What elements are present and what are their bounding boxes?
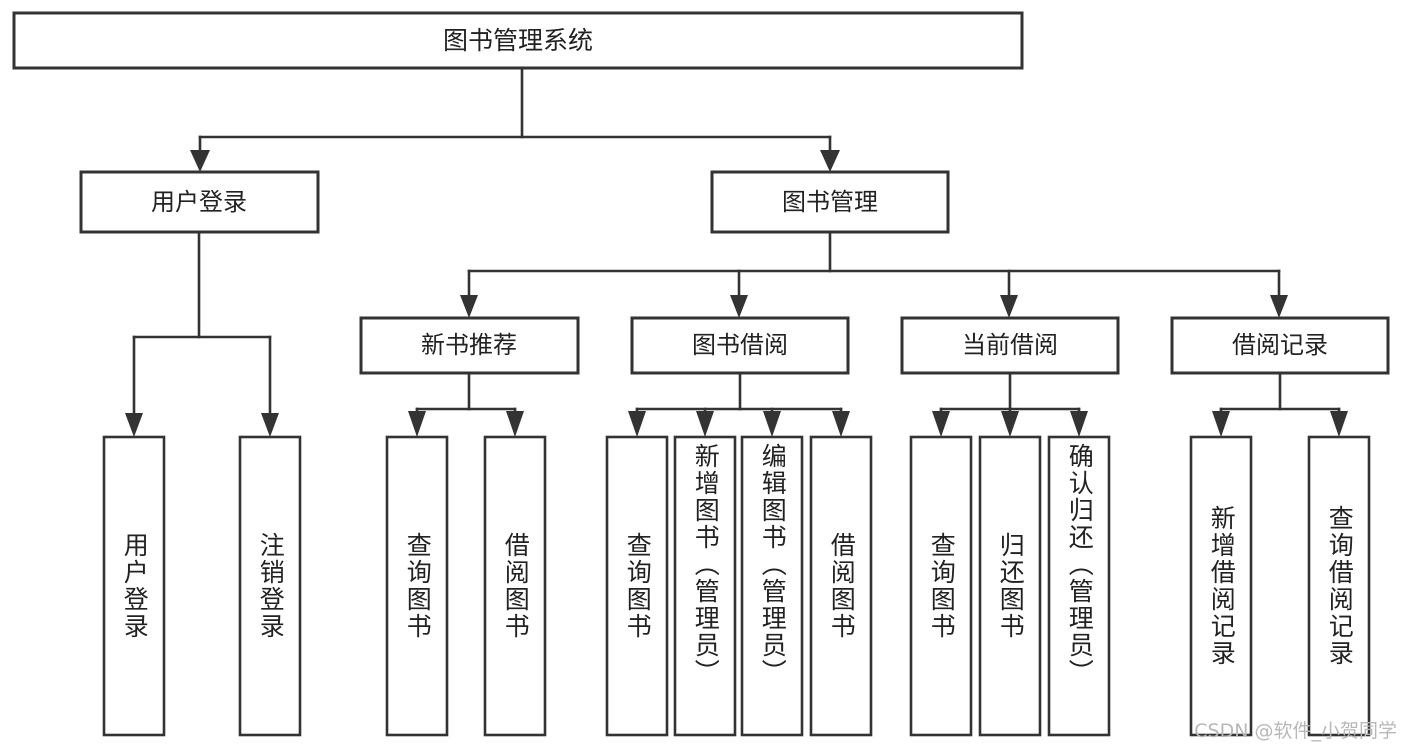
node-book-manage[interactable]: 图书管理 [710, 170, 950, 234]
connector-borrow-record-to-leaves [1212, 371, 1348, 437]
arrow-head-leaf-query-record [1330, 411, 1348, 437]
leaf-logout[interactable] [238, 435, 302, 737]
arrow-head-leaf-add-record [1212, 411, 1230, 437]
leaf-query-book-3[interactable] [909, 435, 973, 737]
leaf-edit-book[interactable] [740, 435, 804, 737]
node-user-login-label: 用户登录 [151, 188, 247, 216]
arrow-head-user-login [190, 150, 210, 172]
node-book-manage-label: 图书管理 [782, 188, 878, 216]
leaf-query-book-1[interactable] [385, 435, 449, 737]
connector-current-borrow-to-leaves [932, 371, 1088, 437]
arrow-head-leaf-borrow-book-1 [506, 411, 524, 437]
node-new-book-recommend[interactable]: 新书推荐 [359, 316, 580, 375]
leaf-borrow-book-2[interactable] [809, 435, 873, 737]
connector-root-to-level1 [190, 66, 840, 172]
arrow-head-leaf-return-book [1001, 411, 1019, 437]
arrow-head-borrow-record [1270, 295, 1288, 318]
arrow-head-leaf-query-book-3 [932, 411, 950, 437]
arrow-head-book-manage [820, 150, 840, 172]
arrow-head-new-book [460, 295, 478, 318]
leaf-user-login[interactable] [102, 435, 166, 737]
node-user-login[interactable]: 用户登录 [79, 170, 320, 234]
arrow-head-leaf-confirm-return [1070, 411, 1088, 437]
arrow-head-current-borrow [1000, 295, 1018, 318]
node-root[interactable]: 图书管理系统 [12, 11, 1024, 70]
node-current-borrow[interactable]: 当前借阅 [900, 316, 1120, 375]
arrow-head-leaf-borrow-book-2 [832, 411, 850, 437]
arrow-head-leaf-add-book [696, 411, 714, 437]
arrow-head-leaf-user-login [125, 413, 143, 437]
node-book-borrow-label: 图书借阅 [692, 331, 788, 359]
leaf-add-record[interactable] [1189, 435, 1253, 737]
watermark-text: CSDN @软件_小贺同学 [1194, 720, 1397, 742]
arrow-head-leaf-query-book-2 [628, 411, 646, 437]
leaf-borrow-book-1[interactable] [483, 435, 547, 737]
leaf-return-book[interactable] [978, 435, 1042, 737]
arrow-head-leaf-logout [261, 413, 279, 437]
node-borrow-record-label: 借阅记录 [1232, 331, 1328, 359]
connector-book-manage-to-level2 [460, 230, 1288, 318]
node-root-label: 图书管理系统 [443, 26, 593, 55]
arrow-head-book-borrow [730, 295, 748, 318]
leaf-query-book-2[interactable] [605, 435, 669, 737]
leaf-query-record[interactable] [1307, 435, 1371, 737]
node-new-book-recommend-label: 新书推荐 [421, 331, 517, 359]
connector-user-login-to-leaves [125, 230, 279, 437]
leaf-add-book[interactable] [673, 435, 737, 737]
node-borrow-record[interactable]: 借阅记录 [1170, 316, 1390, 375]
connector-book-borrow-to-leaves [628, 371, 850, 437]
leaf-confirm-return[interactable] [1047, 435, 1111, 737]
arrow-head-leaf-edit-book [763, 411, 781, 437]
node-current-borrow-label: 当前借阅 [962, 331, 1058, 359]
node-book-borrow[interactable]: 图书借阅 [630, 316, 850, 375]
connector-new-book-to-leaves [408, 371, 524, 437]
arrow-head-leaf-query-book-1 [408, 411, 426, 437]
